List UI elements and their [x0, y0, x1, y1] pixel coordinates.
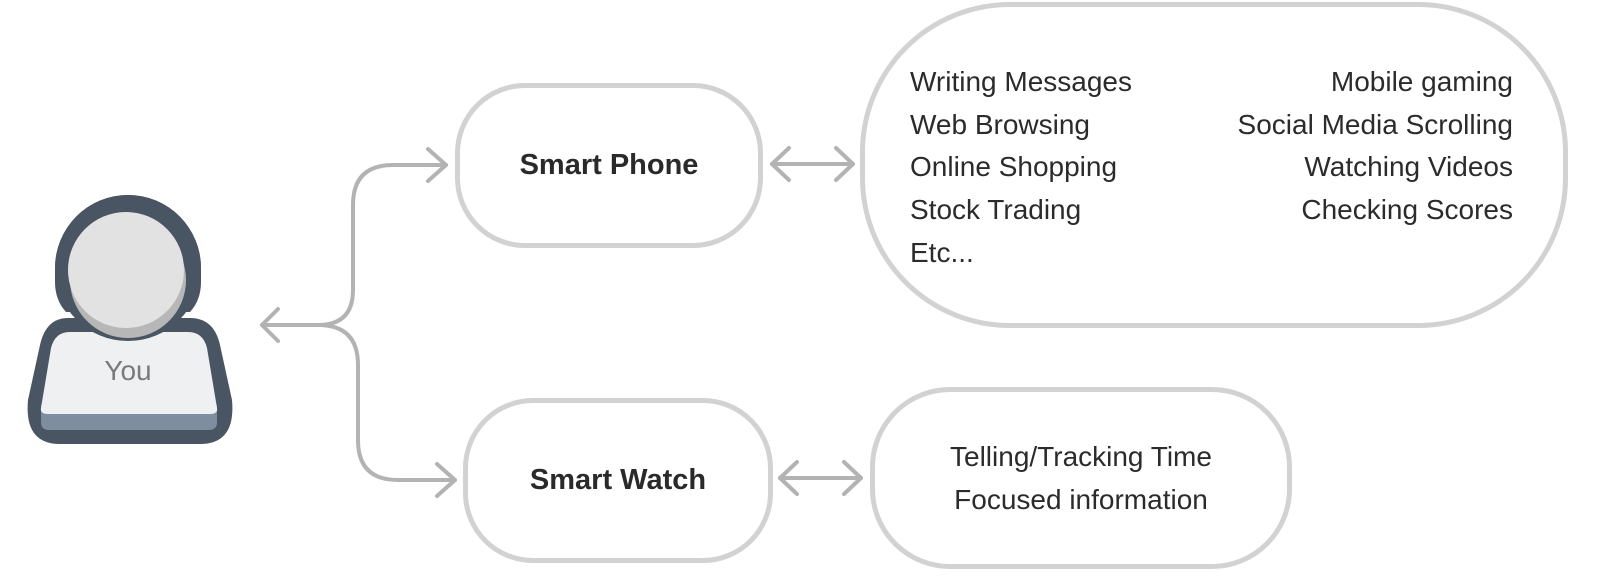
phone-use-item: Checking Scores [1301, 194, 1513, 225]
watch-use-item: Telling/Tracking Time [950, 441, 1212, 472]
watch-use-item: Focused information [954, 484, 1208, 515]
smart-watch-label: Smart Watch [529, 464, 707, 496]
phone-uses-panel: Writing Messages Web Browsing Online Sho… [860, 2, 1568, 328]
phone-use-item: Online Shopping [910, 151, 1118, 182]
branch-arrow-icon [260, 147, 457, 498]
phone-use-item: Social Media Scrolling [1237, 109, 1513, 140]
smart-phone-label: Smart Phone [519, 149, 699, 181]
user-label: You [104, 355, 152, 386]
smart-watch-node: Smart Watch [463, 398, 773, 563]
phone-use-item: Mobile gaming [1330, 66, 1513, 97]
watch-uses-panel: Telling/Tracking Time Focused informatio… [870, 387, 1292, 569]
phone-use-item: Writing Messages [910, 66, 1133, 97]
smart-phone-node: Smart Phone [455, 83, 763, 248]
phone-use-item: Stock Trading [910, 194, 1082, 225]
double-arrow-icon [778, 460, 863, 496]
person-icon [27, 195, 233, 444]
phone-use-item: Watching Videos [1304, 151, 1513, 182]
phone-use-item: Web Browsing [910, 109, 1091, 140]
phone-use-item: Etc... [910, 237, 974, 268]
double-arrow-icon [770, 146, 855, 182]
